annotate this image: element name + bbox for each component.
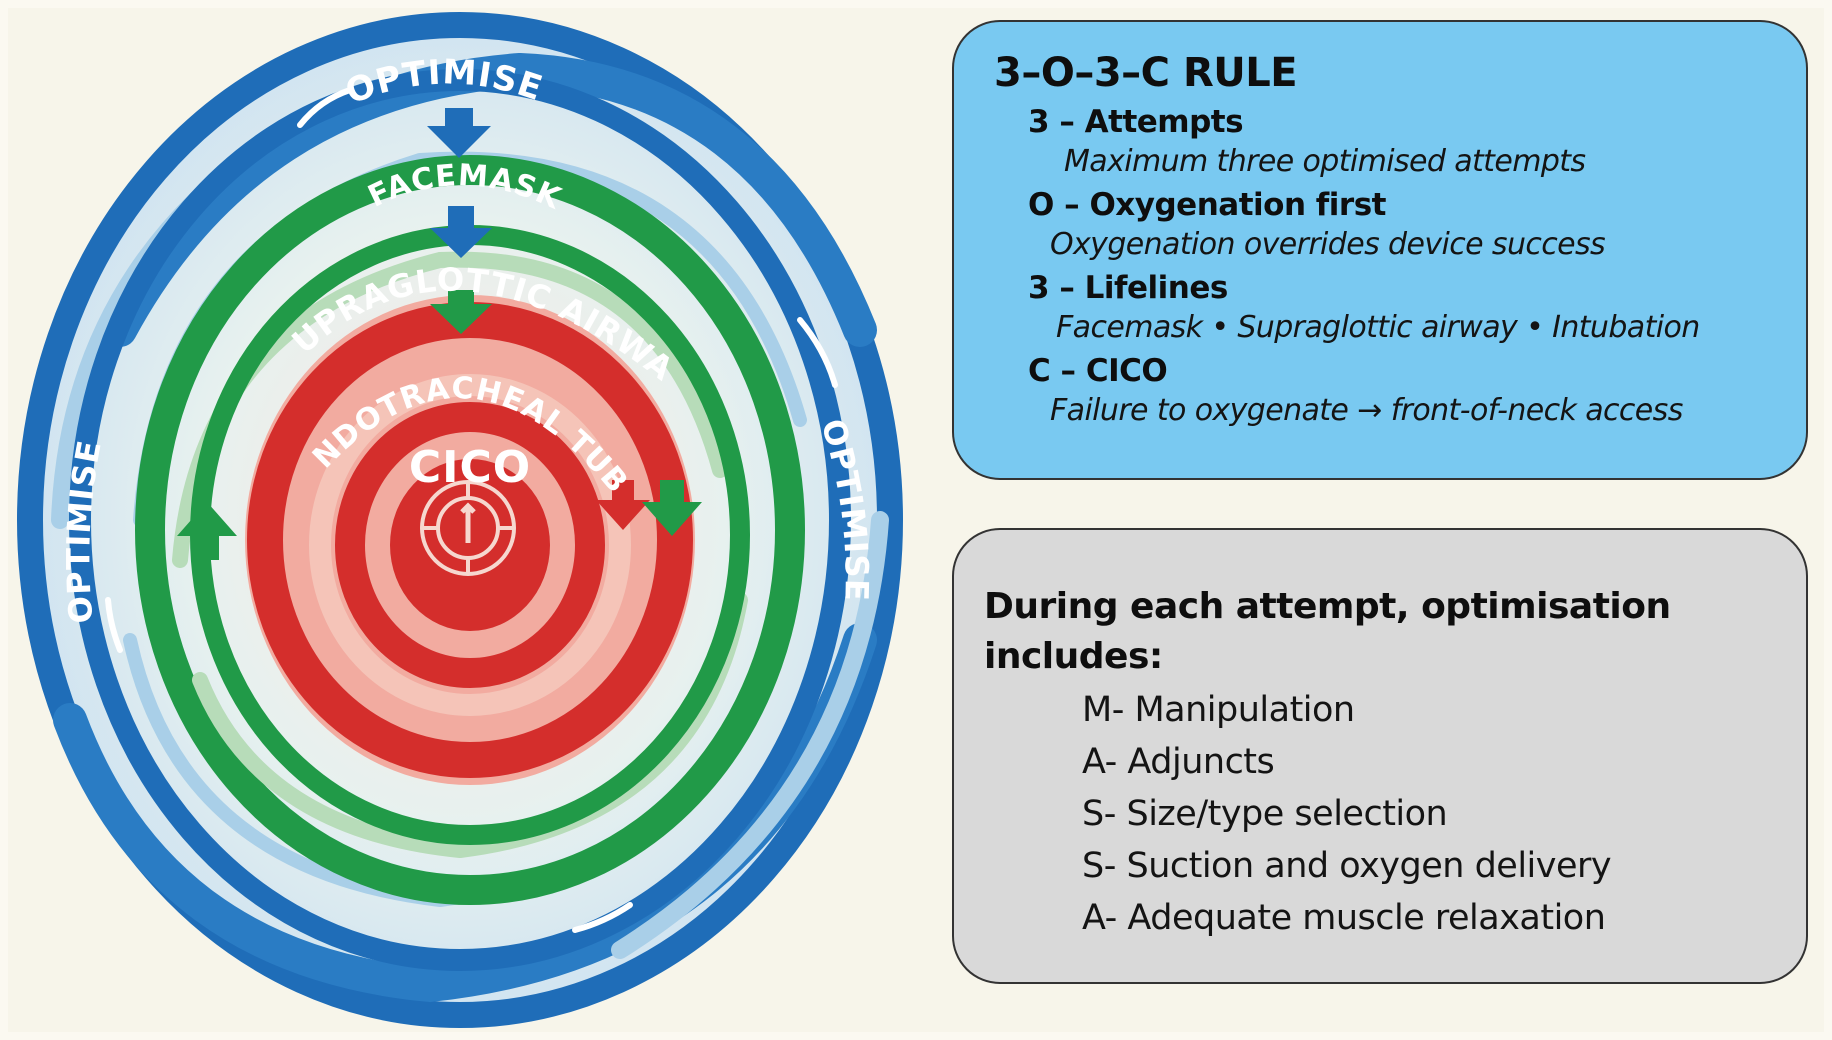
inward-arrows: [177, 108, 702, 560]
rule-heading-attempts: 3 – Attempts: [1028, 104, 1244, 140]
optimisation-box: During each attempt, optimisation includ…: [952, 528, 1808, 984]
arrow-curve-icon: [105, 597, 123, 653]
arrow-down-icon: [427, 108, 491, 158]
list-item: S- Size/type selection: [1082, 794, 1448, 834]
rule-detail-oxygenation: Oxygenation overrides device success: [1050, 227, 1606, 262]
rule-title: 3–O–3–C RULE: [994, 50, 1298, 96]
arrow-down-icon: [642, 480, 702, 536]
cico-emblem-icon: [420, 480, 516, 576]
arrow-up-icon: [177, 502, 237, 560]
list-item: A- Adjuncts: [1082, 742, 1275, 782]
arrow-curve-icon: [797, 317, 838, 388]
rule-heading-cico: C – CICO: [1028, 353, 1168, 389]
arrow-curve-icon: [572, 902, 633, 933]
rule-heading-lifelines: 3 – Lifelines: [1028, 270, 1228, 306]
flow-arrows: [105, 87, 838, 933]
rule-detail-lifelines: Facemask • Supraglottic airway • Intubat…: [1056, 310, 1700, 345]
rule-detail-attempts: Maximum three optimised attempts: [1064, 144, 1586, 179]
arrow-down-icon: [596, 480, 650, 530]
list-item: A- Adequate muscle relaxation: [1082, 898, 1606, 938]
arrow-curve-icon: [297, 87, 353, 128]
rule-detail-cico: Failure to oxygenate → front-of-neck acc…: [1050, 393, 1683, 428]
label-cico: CICO: [409, 442, 531, 493]
arrow-down-icon: [430, 290, 492, 334]
optimisation-list: M- Manipulation A- Adjuncts S- Size/type…: [984, 684, 1766, 944]
optimisation-title: During each attempt, optimisation includ…: [984, 586, 1671, 677]
arrow-down-icon: [430, 206, 492, 258]
rule-box: 3–O–3–C RULE 3 – Attempts Maximum three …: [952, 20, 1808, 480]
vortex-diagram: OPTIMISE FACEMASK SUPRAGLOTTIC AIRWAY EN…: [0, 0, 903, 1028]
rule-heading-oxygenation: O – Oxygenation first: [1028, 187, 1386, 223]
list-item: M- Manipulation: [1082, 690, 1355, 730]
list-item: S- Suction and oxygen delivery: [1082, 846, 1612, 886]
